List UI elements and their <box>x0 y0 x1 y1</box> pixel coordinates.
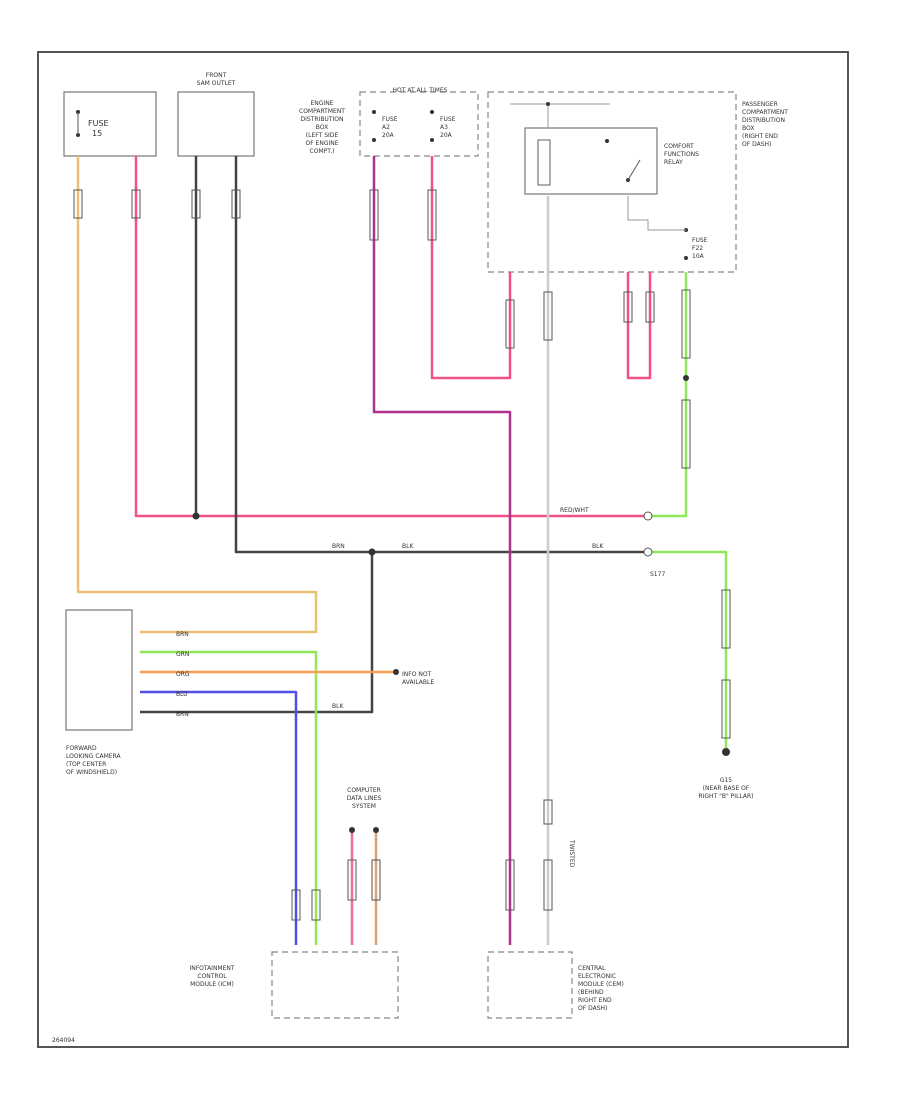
wire-label-blk2: BLK <box>402 543 414 550</box>
engine-box-header: HOT AT ALL TIMES <box>393 87 448 94</box>
diagram-id: 264094 <box>52 1037 75 1044</box>
cam-pin-4: BRN <box>176 711 189 718</box>
black-wire-2 <box>234 156 648 554</box>
cam-pin-1: GRN <box>176 651 189 658</box>
wire-label-blk3: BLK <box>592 543 604 550</box>
cam-pin-2: ORG <box>176 671 190 678</box>
wire-label-red-main: RED/WHT <box>560 507 589 514</box>
wire-markers <box>73 189 731 921</box>
blue-wire <box>140 690 298 945</box>
green-wire-lower <box>652 550 728 752</box>
wire-label-twisted: TWISTED <box>568 839 575 868</box>
splice-dot-black <box>368 548 376 556</box>
wire-label-blk-bottom: BLK <box>332 703 344 710</box>
green-wire-upper <box>652 272 688 518</box>
black-wire-3 <box>140 552 374 714</box>
cam-pin-3: BLU <box>176 691 188 698</box>
red-loop-wire <box>626 272 652 380</box>
green-wire-camera <box>140 650 318 945</box>
wire-label-blk1: BRN <box>332 543 345 550</box>
splice-dot-red <box>192 512 200 520</box>
splice-s177: S177 <box>650 571 665 578</box>
red-wire-main <box>134 156 648 518</box>
ground-g15-dot <box>722 748 730 756</box>
yellow-wire <box>76 156 318 634</box>
magenta-wire <box>372 156 512 945</box>
diagram-frame <box>37 51 849 1048</box>
red-wire-a3 <box>430 156 512 380</box>
cam-pin-0: BRN <box>176 631 189 638</box>
